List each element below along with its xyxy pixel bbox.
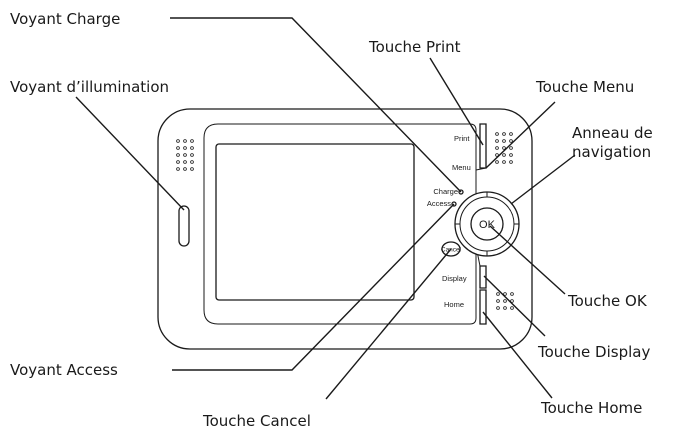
label-touche-home: Touche Home [540, 399, 642, 417]
ok-button[interactable]: OK [470, 207, 504, 241]
label-anneau-line1: Anneau de [572, 124, 653, 142]
speaker-grille-left [176, 139, 194, 171]
device-label-charge: Charge [433, 187, 458, 196]
device-label-menu: Menu [452, 163, 471, 172]
device-label-access: Access [427, 199, 451, 208]
speaker-grille-right-bottom [496, 292, 514, 310]
leader-lines [75, 17, 576, 400]
label-touche-ok: Touche OK [567, 292, 648, 310]
label-voyant-illumination: Voyant d’illumination [10, 78, 169, 96]
label-touche-menu: Touche Menu [535, 78, 634, 96]
button-home[interactable] [479, 289, 487, 325]
label-touche-cancel: Touche Cancel [202, 412, 311, 430]
device-label-display: Display [442, 274, 467, 283]
device-label-print: Print [454, 134, 470, 143]
button-menu[interactable] [475, 167, 487, 171]
button-print[interactable] [479, 123, 487, 169]
speaker-grille-right-top [495, 132, 513, 164]
button-display[interactable] [479, 265, 487, 289]
lcd-screen [215, 143, 415, 301]
cancel-button-label: Cancel [441, 247, 462, 254]
label-anneau-line2: navigation [572, 143, 651, 161]
label-touche-print: Touche Print [368, 38, 461, 56]
label-touche-display: Touche Display [537, 343, 650, 361]
device-label-home: Home [444, 300, 464, 309]
label-voyant-charge: Voyant Charge [10, 10, 120, 28]
label-voyant-access: Voyant Access [10, 361, 118, 379]
illumination-light [178, 205, 190, 247]
